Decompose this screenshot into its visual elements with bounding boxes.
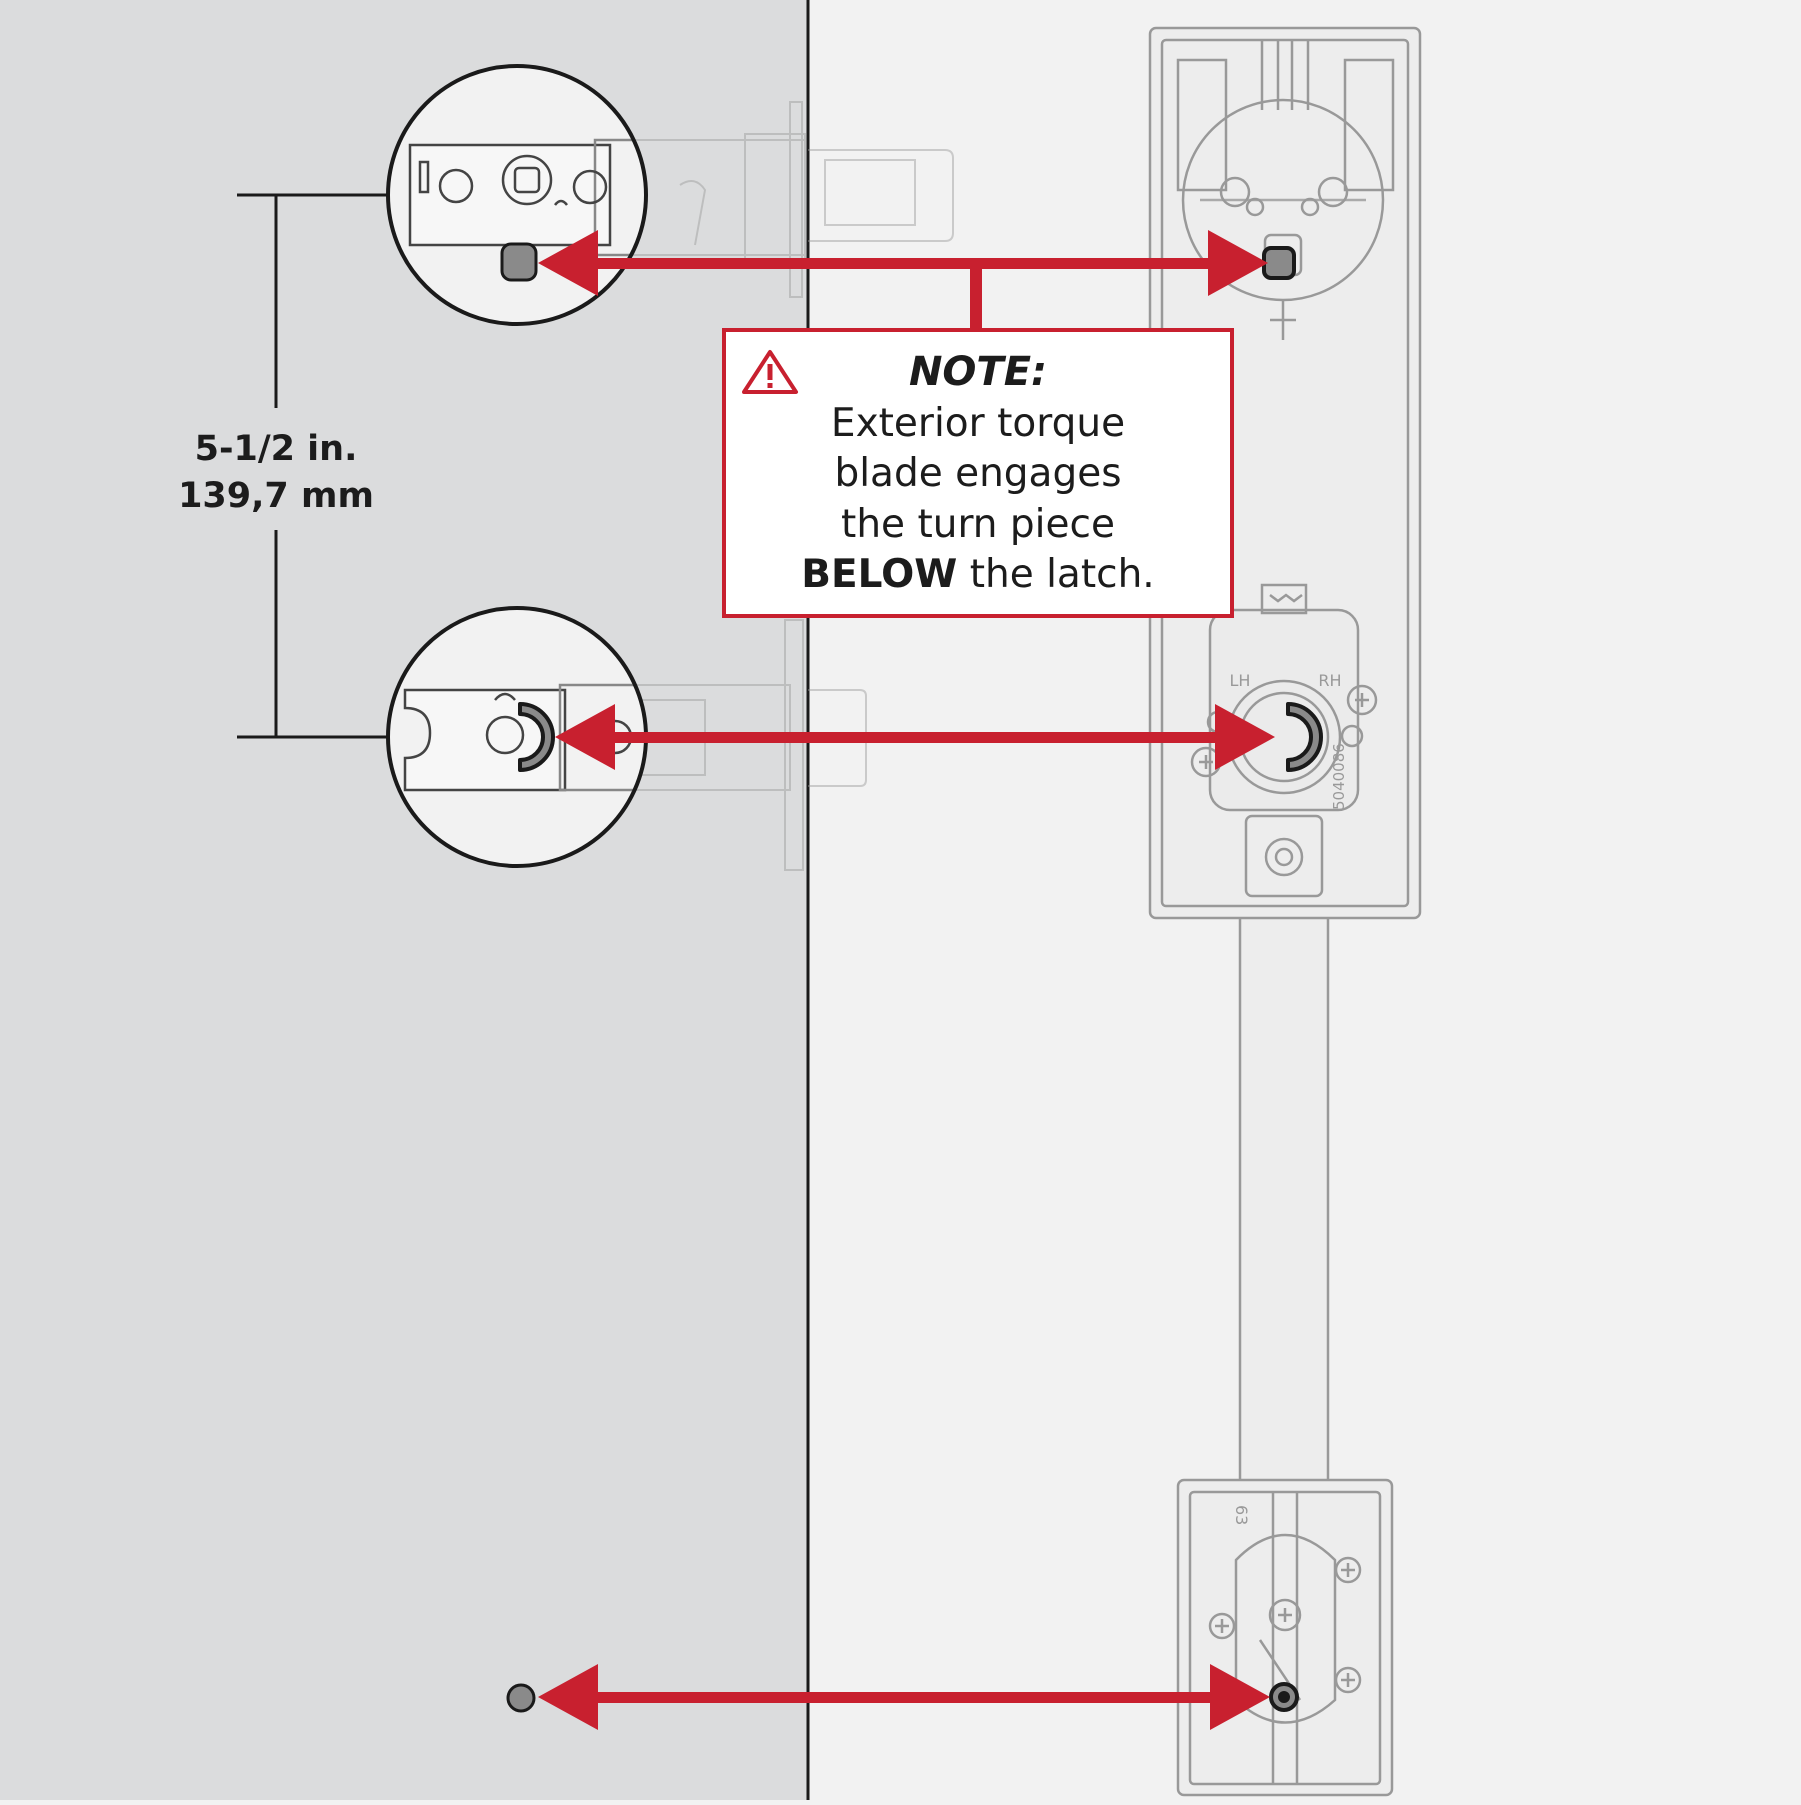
note-line-4-bold: BELOW (801, 552, 957, 597)
latch-torque-slot (518, 702, 555, 772)
alignment-arrow-middle (555, 704, 1275, 770)
dimension-imperial: 5-1/2 in. (195, 429, 358, 469)
alignment-arrow-bottom (538, 1664, 1270, 1730)
note-line-4-rest: the latch. (957, 552, 1154, 597)
latch-detail-magnifier (386, 606, 648, 868)
note-callout: NOTE: Exterior torque blade engages the … (722, 328, 1234, 618)
note-line-1: Exterior torque (831, 401, 1125, 446)
note-title: NOTE: (909, 349, 1047, 395)
exterior-handleset (1148, 26, 1422, 1797)
note-line-2: blade engages (834, 451, 1121, 496)
part-number-label: 5040086 (1330, 743, 1348, 810)
alignment-arrow-top (538, 230, 1268, 296)
dimension-metric: 139,7 mm (178, 476, 374, 516)
turn-piece-square-stub (500, 242, 538, 282)
handing-left-label: LH (1230, 671, 1251, 690)
note-connector (970, 263, 982, 333)
door-edge-area (0, 0, 808, 1800)
lower-code-label: 63 (1232, 1505, 1251, 1525)
handing-right-label: RH (1318, 671, 1341, 690)
note-line-3: the turn piece (841, 502, 1115, 547)
dimension-marker (237, 193, 388, 739)
exterior-torque-blade-top (1262, 246, 1296, 280)
bottom-anchor-dot (506, 1683, 536, 1713)
exterior-torque-blade-middle (1286, 702, 1323, 772)
warning-triangle-icon (742, 350, 798, 394)
note-line-4: BELOW the latch. (801, 552, 1154, 597)
